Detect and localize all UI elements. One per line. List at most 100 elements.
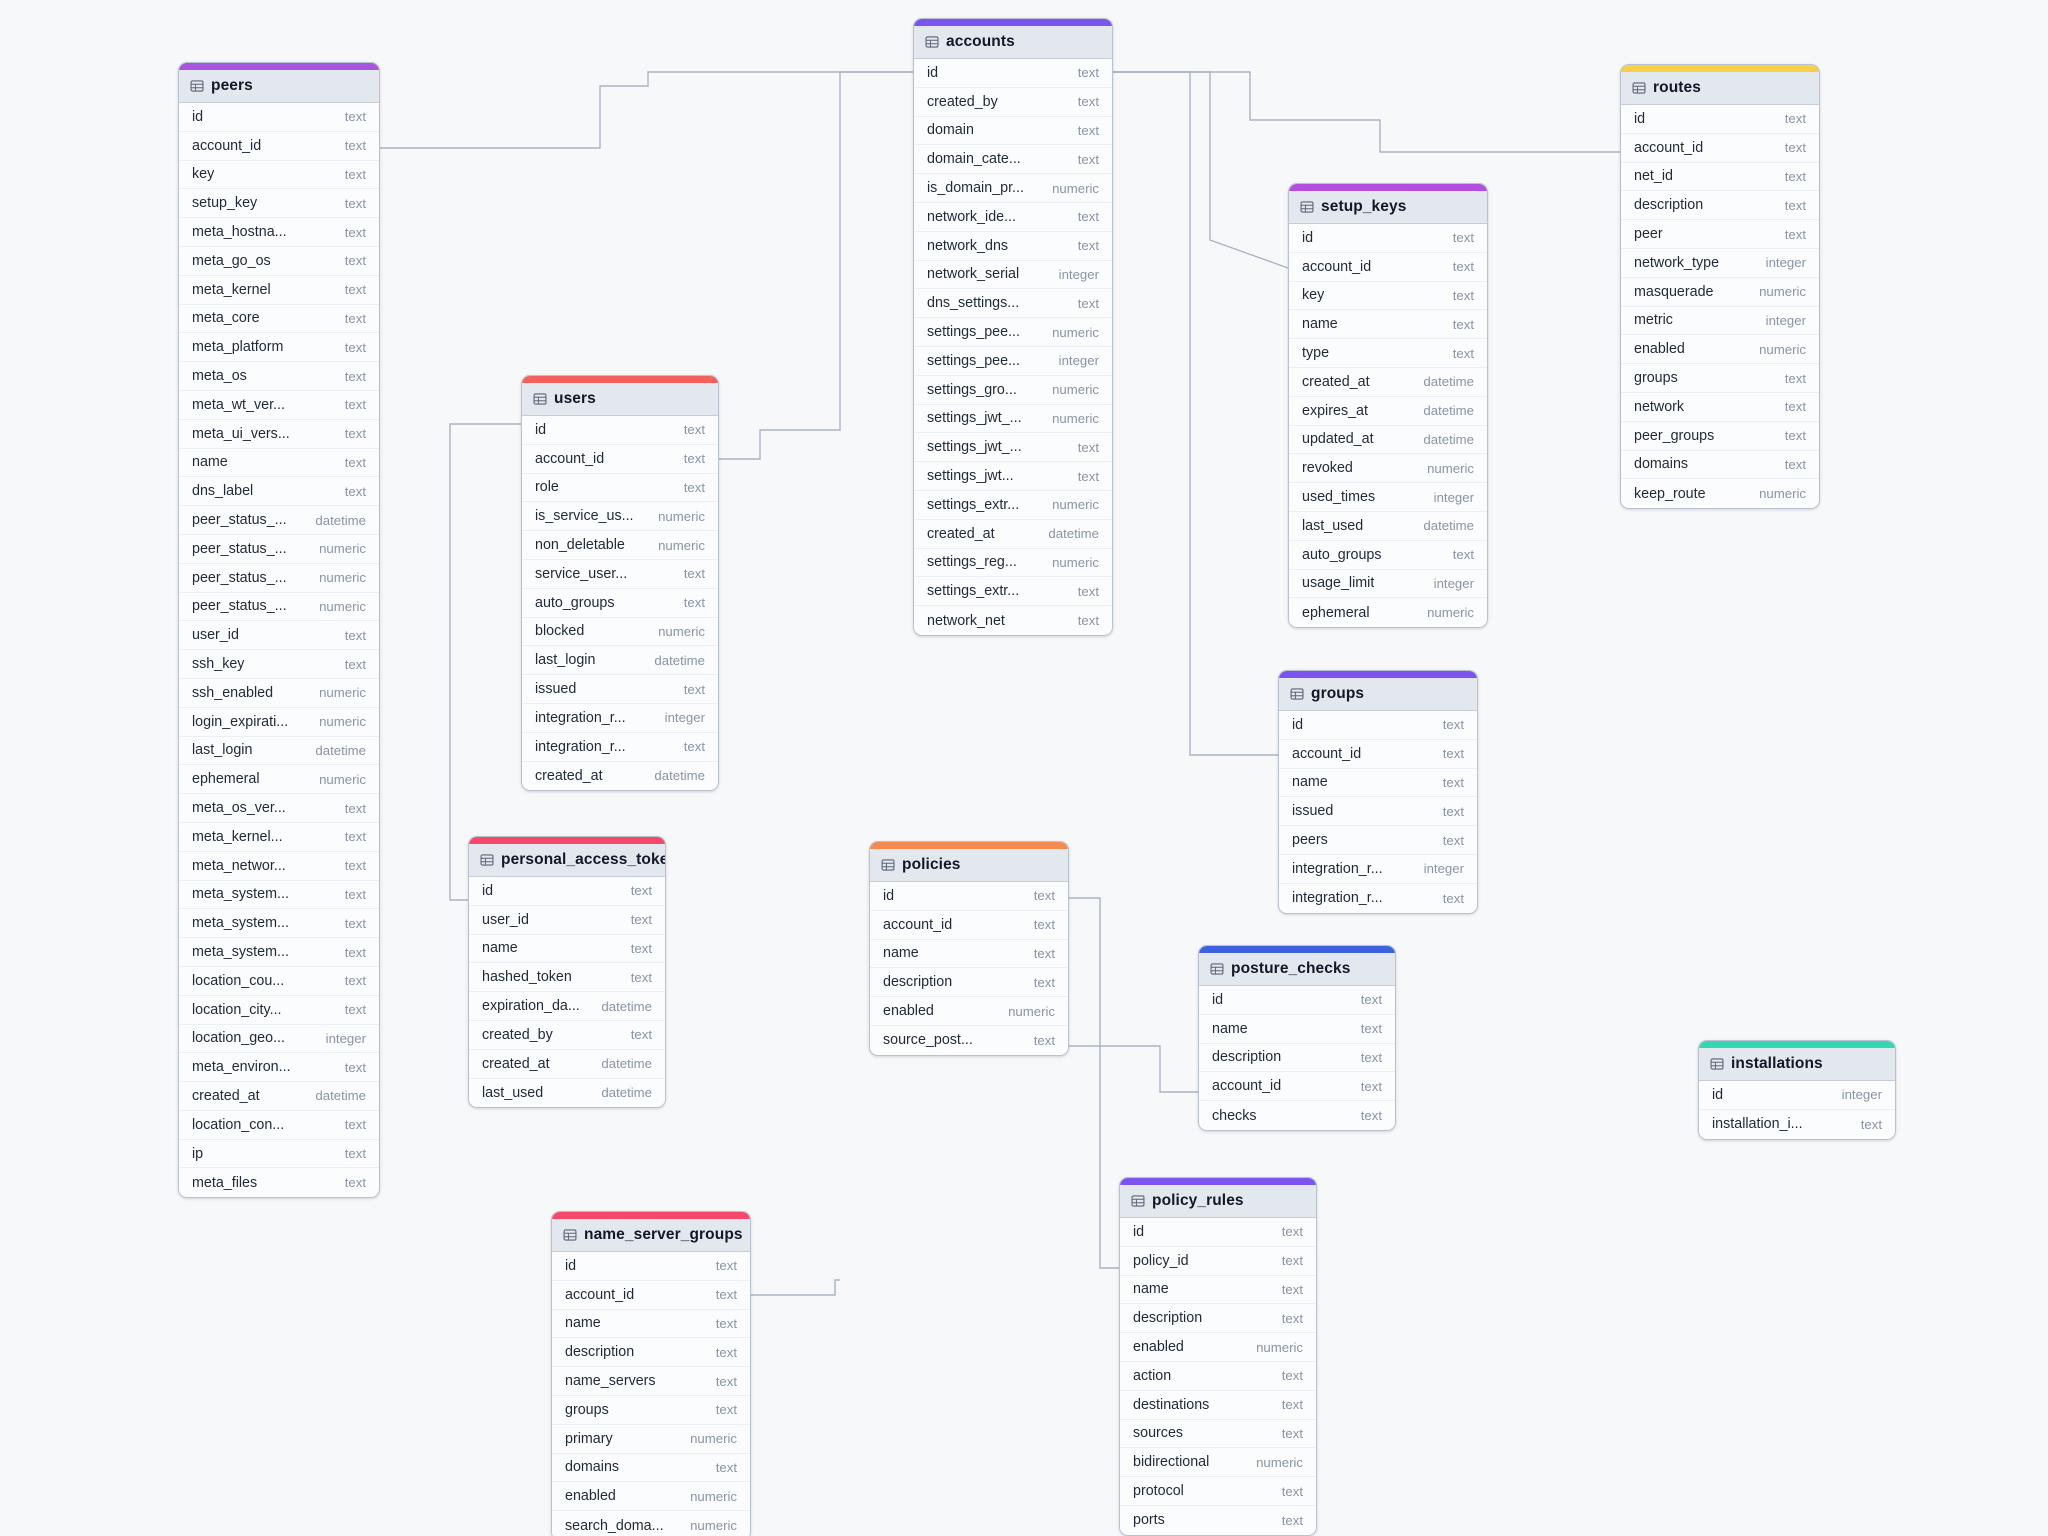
table-field-row[interactable]: integration_r...text	[1279, 883, 1477, 913]
table-field-row[interactable]: installation_i...text	[1699, 1109, 1895, 1139]
table-field-row[interactable]: settings_extr...text	[914, 577, 1112, 607]
table-field-row[interactable]: is_service_us...numeric	[522, 502, 718, 532]
table-field-row[interactable]: meta_ui_vers...text	[179, 419, 379, 449]
table-field-row[interactable]: meta_system...text	[179, 909, 379, 939]
table-header[interactable]: peers	[179, 70, 379, 103]
table-field-row[interactable]: is_domain_pr...numeric	[914, 174, 1112, 203]
table-header[interactable]: setup_keys	[1289, 191, 1487, 224]
table-field-row[interactable]: settings_reg...numeric	[914, 548, 1112, 578]
table-field-row[interactable]: settings_pee...integer	[914, 346, 1112, 376]
table-field-row[interactable]: peer_status_...numeric	[179, 534, 379, 564]
table-header[interactable]: posture_checks	[1199, 953, 1395, 986]
table-field-row[interactable]: login_expirati...numeric	[179, 707, 379, 737]
table-field-row[interactable]: service_user...text	[522, 559, 718, 589]
table-field-row[interactable]: integration_r...integer	[1279, 854, 1477, 884]
table-field-row[interactable]: network_ide...text	[914, 202, 1112, 232]
table-header[interactable]: users	[522, 383, 718, 416]
table-field-row[interactable]: settings_extr...numeric	[914, 490, 1112, 520]
table-field-row[interactable]: meta_os_ver...text	[179, 794, 379, 823]
table-field-row[interactable]: meta_networ...text	[179, 851, 379, 881]
table-header[interactable]: installations	[1699, 1048, 1895, 1081]
table-header[interactable]: policies	[870, 849, 1068, 882]
table-field-row[interactable]: settings_gro...numeric	[914, 375, 1112, 405]
table-field-row[interactable]: meta_hostna...text	[179, 218, 379, 247]
table-field-row[interactable]: location_cou...text	[179, 966, 379, 996]
table-field-row[interactable]: meta_kernel...text	[179, 822, 379, 852]
table-field-row[interactable]: peer_status_...datetime	[179, 506, 379, 535]
table-field-row[interactable]: meta_system...text	[179, 880, 379, 910]
table-field-row[interactable]: meta_wt_ver...text	[179, 390, 379, 420]
table-field-row[interactable]: peer_status_...numeric	[179, 592, 379, 622]
table-field-row[interactable]: peer_status_...numeric	[179, 563, 379, 593]
table-field-row[interactable]: meta_environ...text	[179, 1053, 379, 1083]
